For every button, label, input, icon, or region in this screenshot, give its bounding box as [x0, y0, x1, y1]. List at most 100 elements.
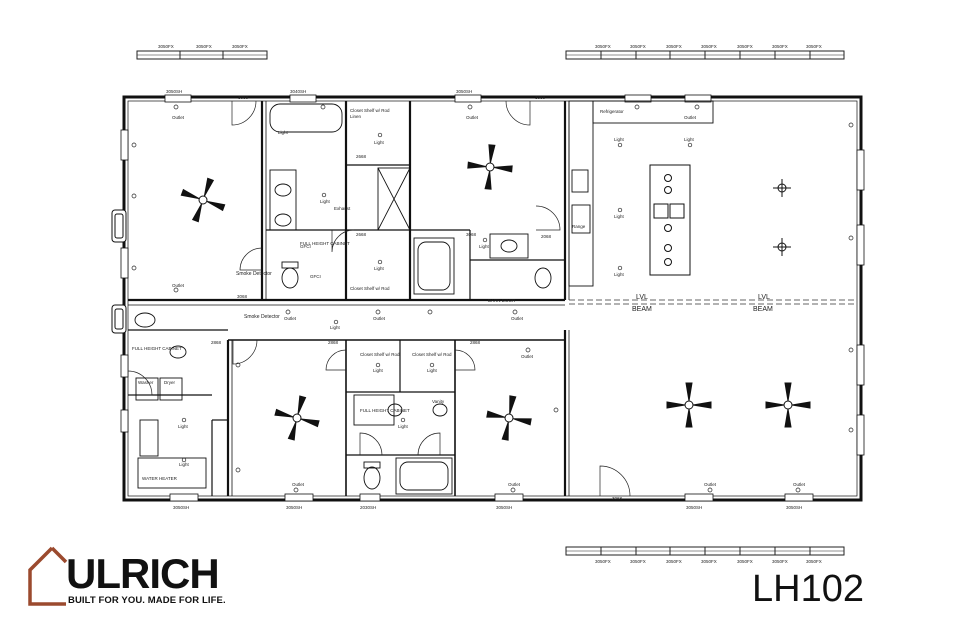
svg-text:Outlet: Outlet — [508, 482, 521, 487]
exterior-windows — [120, 94, 865, 502]
svg-text:3040SH: 3040SH — [290, 89, 306, 94]
svg-text:Light: Light — [614, 137, 625, 142]
pendant-light-icons — [773, 179, 791, 256]
svg-text:Outlet: Outlet — [292, 482, 305, 487]
svg-text:Light: Light — [179, 462, 190, 467]
svg-text:Range: Range — [572, 224, 586, 229]
svg-text:BARN DOOR: BARN DOOR — [488, 298, 516, 303]
svg-text:Light: Light — [373, 368, 384, 373]
ulrich-logo-mark — [28, 546, 68, 606]
svg-text:2030SH: 2030SH — [360, 505, 376, 510]
svg-text:Smoke Detector: Smoke Detector — [244, 314, 280, 320]
svg-text:3068: 3068 — [238, 95, 249, 100]
svg-text:3050SH: 3050SH — [173, 505, 189, 510]
svg-text:2868: 2868 — [211, 340, 222, 345]
svg-text:3050FX: 3050FX — [630, 559, 646, 564]
svg-text:3050SH: 3050SH — [686, 505, 702, 510]
svg-text:3050FX: 3050FX — [772, 559, 788, 564]
elevation-strip-top-left: 3050FX 3050FX 3050FX — [136, 44, 268, 60]
svg-text:3050FX: 3050FX — [196, 44, 212, 49]
model-number: LH102 — [752, 568, 864, 610]
elevation-strip-bottom-right: 3050FX 3050FX 3050FX 3050FX 3050FX 3050F… — [565, 546, 845, 564]
side-units — [111, 209, 127, 334]
svg-text:3050FX: 3050FX — [158, 44, 174, 49]
svg-text:Closet Shelf w/ Rod: Closet Shelf w/ Rod — [350, 286, 390, 291]
svg-text:Outlet: Outlet — [793, 482, 806, 487]
svg-text:Light: Light — [614, 272, 625, 277]
bath-fixtures — [134, 103, 552, 495]
svg-text:3050FX: 3050FX — [595, 559, 611, 564]
svg-text:Outlet: Outlet — [704, 482, 717, 487]
svg-text:LVL: LVL — [758, 294, 770, 301]
ceiling-fan-icon — [666, 382, 712, 428]
svg-text:Smoke Detector: Smoke Detector — [236, 271, 272, 277]
svg-text:3050FX: 3050FX — [737, 559, 753, 564]
elevation-strip-top-right: 3050FX 3050FX 3050FX 3050FX 3050FX 3050F… — [565, 44, 845, 60]
pendant-light-icon — [773, 179, 791, 197]
lvl-beam: LVL BEAM LVL BEAM — [569, 294, 857, 313]
svg-text:3050FX: 3050FX — [630, 44, 646, 49]
kitchen-counters — [568, 100, 714, 287]
pendant-light-icon — [773, 238, 791, 256]
svg-text:Outlet: Outlet — [172, 115, 185, 120]
brand-tagline: BUILT FOR YOU. MADE FOR LIFE. — [68, 595, 226, 606]
svg-text:Light: Light — [374, 266, 385, 271]
electrical-symbols — [131, 104, 854, 493]
svg-text:2868: 2868 — [470, 340, 481, 345]
svg-text:Closet Shelf w/ Rod: Closet Shelf w/ Rod — [350, 108, 390, 113]
kitchen-island — [649, 164, 691, 276]
svg-text:BEAM: BEAM — [632, 306, 652, 313]
svg-text:2668: 2668 — [356, 232, 367, 237]
svg-text:3050SH: 3050SH — [786, 505, 802, 510]
svg-text:3050SH: 3050SH — [496, 505, 512, 510]
annotations: Outlet Outlet Outlet Outlet Outlet Outle… — [132, 89, 806, 510]
door-swings — [127, 100, 631, 497]
svg-text:Outlet: Outlet — [511, 316, 524, 321]
svg-text:3050FX: 3050FX — [806, 559, 822, 564]
svg-text:Light: Light — [320, 199, 331, 204]
svg-text:3050FX: 3050FX — [595, 44, 611, 49]
svg-text:Closet Shelf w/ Rod: Closet Shelf w/ Rod — [412, 352, 452, 357]
svg-text:Outlet: Outlet — [284, 316, 297, 321]
svg-text:WATER HEATER: WATER HEATER — [142, 476, 178, 481]
svg-text:FULL HEIGHT CABINET: FULL HEIGHT CABINET — [360, 408, 410, 413]
svg-text:Outlet: Outlet — [172, 283, 185, 288]
svg-text:Linen: Linen — [350, 114, 362, 119]
svg-text:Vanity: Vanity — [432, 399, 445, 404]
svg-text:Light: Light — [398, 424, 409, 429]
svg-text:FULL HEIGHT CABINET: FULL HEIGHT CABINET — [132, 346, 182, 351]
svg-text:3068: 3068 — [466, 232, 477, 237]
svg-text:Light: Light — [684, 137, 695, 142]
svg-text:Outlet: Outlet — [684, 115, 697, 120]
svg-text:Light: Light — [614, 214, 625, 219]
svg-text:2868: 2868 — [328, 340, 339, 345]
svg-text:Light: Light — [330, 325, 341, 330]
svg-text:BEAM: BEAM — [753, 306, 773, 313]
ceiling-fan-icon — [180, 177, 226, 223]
svg-text:3050SH: 3050SH — [286, 505, 302, 510]
ceiling-fan-icon — [765, 382, 811, 428]
svg-text:3068: 3068 — [535, 95, 546, 100]
svg-text:Exhaust: Exhaust — [334, 206, 351, 211]
ceiling-fan-icon — [486, 395, 532, 441]
svg-text:GFCI: GFCI — [310, 274, 321, 279]
svg-text:Washer: Washer — [138, 380, 154, 385]
ceiling-fan-icon — [274, 395, 320, 441]
svg-text:3050FX: 3050FX — [737, 44, 753, 49]
svg-text:3050SH: 3050SH — [456, 89, 472, 94]
exterior-walls — [122, 95, 863, 502]
svg-text:Light: Light — [178, 424, 189, 429]
svg-text:Outlet: Outlet — [521, 354, 534, 359]
svg-text:3050FX: 3050FX — [232, 44, 248, 49]
svg-text:Outlet: Outlet — [466, 115, 479, 120]
svg-text:Refrigerator: Refrigerator — [600, 109, 624, 114]
svg-text:3050FX: 3050FX — [701, 44, 717, 49]
svg-text:Light: Light — [427, 368, 438, 373]
svg-text:3050FX: 3050FX — [666, 559, 682, 564]
svg-text:Light: Light — [278, 130, 289, 135]
svg-text:Dryer: Dryer — [164, 380, 176, 385]
svg-text:Light: Light — [374, 140, 385, 145]
brand-name: ULRICH — [66, 550, 220, 597]
svg-text:2668: 2668 — [356, 154, 367, 159]
